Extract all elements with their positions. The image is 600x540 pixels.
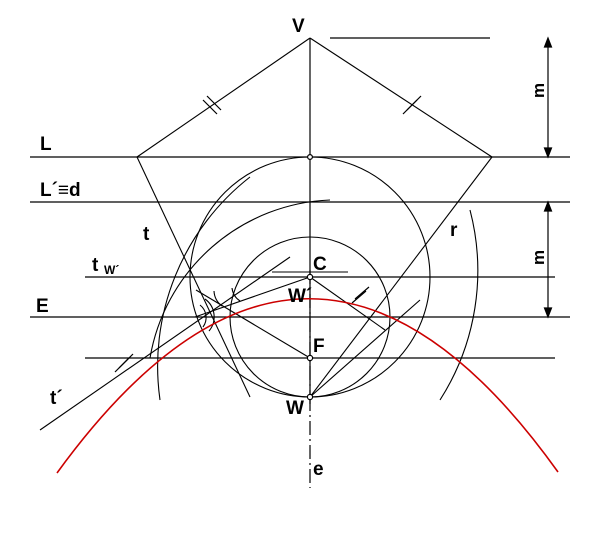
kite-edge-upper-right	[309, 37, 493, 158]
construction-circles	[149, 156, 479, 401]
chord-Wprime-to-F	[195, 289, 311, 359]
equal-length-ticks	[114, 95, 422, 373]
angle-arc-left-inner	[199, 304, 207, 328]
arc-from-right-corner	[439, 209, 479, 401]
label-m-upper: m	[529, 83, 548, 98]
arc-aux-left	[149, 199, 331, 359]
label-E: E	[36, 296, 49, 317]
point-markers	[306, 154, 314, 401]
label-t-W-subscript: W´	[104, 263, 119, 277]
point-dot-F	[306, 354, 314, 362]
label-t-prime: t´	[50, 388, 63, 409]
kite-outline	[136, 37, 493, 398]
tick-upper-right	[402, 95, 422, 115]
dimension-m-lower	[543, 200, 553, 319]
tick-upper-left	[202, 95, 222, 115]
label-r: r	[450, 220, 458, 241]
point-dot-L-axis	[307, 154, 314, 161]
point-dot-C	[306, 273, 314, 281]
arc-from-left-corner	[157, 176, 251, 401]
label-m-lower: m	[529, 250, 548, 265]
label-t-W-base: t	[92, 255, 99, 276]
angle-arc-upper-2	[231, 287, 241, 302]
label-V: V	[292, 16, 305, 37]
point-dot-W	[306, 393, 314, 401]
label-W-prime: W´	[288, 286, 312, 307]
tick-chord-right	[351, 286, 370, 304]
tangent-t-prime	[39, 256, 291, 431]
parabola-curve	[56, 297, 559, 474]
dimension-m-upper	[543, 36, 553, 159]
label-L-prime-d: L´≡d	[40, 180, 81, 201]
angle-arcs	[199, 287, 241, 332]
angle-arc-left	[204, 298, 215, 332]
angle-arc-upper	[213, 290, 223, 307]
kite-edge-upper-left	[136, 37, 311, 158]
kite-edge-lower-left-t	[136, 156, 251, 398]
horizontal-lines	[30, 37, 570, 359]
label-C: C	[313, 254, 327, 275]
dimension-lines	[543, 36, 553, 319]
label-W: W	[286, 398, 304, 419]
kite-edge-lower-right-r	[309, 156, 493, 398]
chord-left-to-C	[194, 276, 311, 318]
dim-arrow-upper-bottom	[543, 147, 553, 159]
ray-W-to-upper-right	[309, 299, 421, 398]
tick-tangent-left	[114, 353, 134, 373]
label-F: F	[313, 336, 325, 357]
dim-arrow-lower-top	[543, 200, 553, 212]
label-L: L	[40, 134, 52, 155]
tangent-and-chords	[39, 256, 421, 431]
label-t: t	[143, 224, 150, 245]
dim-arrow-upper-top	[543, 36, 553, 48]
label-e: e	[313, 459, 324, 480]
dim-arrow-lower-bottom	[543, 307, 553, 319]
